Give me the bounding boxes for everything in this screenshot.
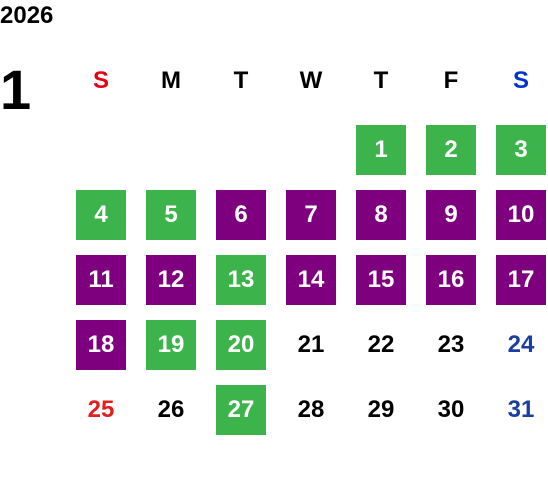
weekday-monday: M xyxy=(161,67,181,94)
day-cell-21[interactable]: 21 xyxy=(297,331,325,358)
day-cell-10[interactable]: 10 xyxy=(496,190,546,240)
day-cell-6[interactable]: 6 xyxy=(216,190,266,240)
day-cell-14[interactable]: 14 xyxy=(286,255,336,305)
weekday-friday: F xyxy=(443,67,459,94)
day-cell-29[interactable]: 29 xyxy=(367,396,395,423)
day-cell-5[interactable]: 5 xyxy=(146,190,196,240)
day-cell-4[interactable]: 4 xyxy=(76,190,126,240)
day-cell-8[interactable]: 8 xyxy=(356,190,406,240)
day-cell-12[interactable]: 12 xyxy=(146,255,196,305)
day-cell-15[interactable]: 15 xyxy=(356,255,406,305)
day-cell-13[interactable]: 13 xyxy=(216,255,266,305)
weekday-saturday: S xyxy=(512,67,529,94)
day-cell-25[interactable]: 25 xyxy=(87,396,115,423)
weekday-thursday: T xyxy=(373,67,389,94)
day-cell-20[interactable]: 20 xyxy=(216,320,266,370)
day-cell-18[interactable]: 18 xyxy=(76,320,126,370)
day-cell-3[interactable]: 3 xyxy=(496,125,546,175)
day-cell-22[interactable]: 22 xyxy=(367,331,395,358)
year-label: 2026 xyxy=(0,2,54,29)
day-cell-28[interactable]: 28 xyxy=(297,396,325,423)
day-cell-26[interactable]: 26 xyxy=(157,396,185,423)
day-cell-30[interactable]: 30 xyxy=(437,396,465,423)
day-cell-19[interactable]: 19 xyxy=(146,320,196,370)
day-cell-2[interactable]: 2 xyxy=(426,125,476,175)
weekday-sunday: S xyxy=(92,67,109,94)
day-cell-31[interactable]: 31 xyxy=(507,396,535,423)
weekday-tuesday: T xyxy=(233,67,249,94)
day-cell-17[interactable]: 17 xyxy=(496,255,546,305)
weekday-wednesday: W xyxy=(299,67,323,94)
month-number: 1 xyxy=(0,58,32,121)
day-cell-23[interactable]: 23 xyxy=(437,331,465,358)
day-cell-24[interactable]: 24 xyxy=(507,331,535,358)
day-cell-1[interactable]: 1 xyxy=(356,125,406,175)
day-cell-7[interactable]: 7 xyxy=(286,190,336,240)
day-cell-11[interactable]: 11 xyxy=(76,255,126,305)
day-cell-9[interactable]: 9 xyxy=(426,190,476,240)
day-cell-27[interactable]: 27 xyxy=(216,385,266,435)
day-cell-16[interactable]: 16 xyxy=(426,255,476,305)
